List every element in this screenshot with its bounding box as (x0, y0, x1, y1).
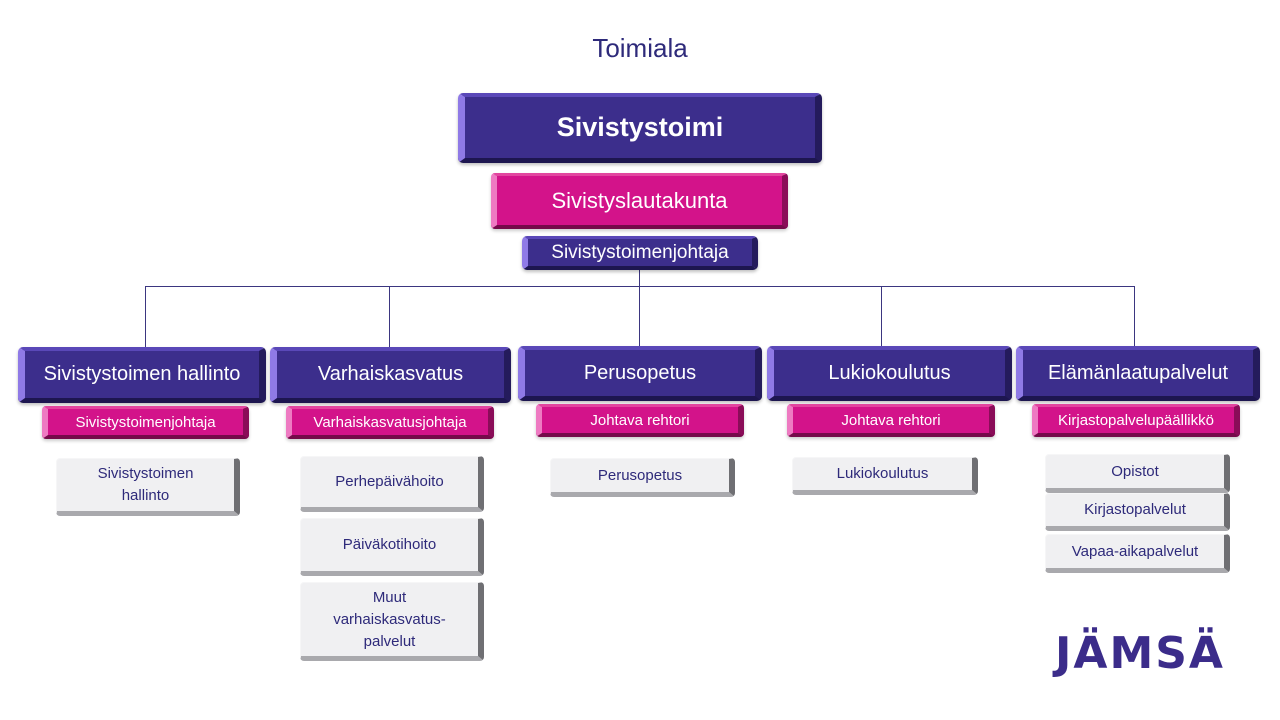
board-box: Sivistyslautakunta (491, 173, 788, 229)
jamsa-logo: JÄMSÄ (1055, 627, 1225, 679)
department-label: Perusopetus (583, 361, 697, 384)
department-label: Varhaiskasvatus (317, 363, 464, 385)
department-head-label: Kirjastopalvelupäällikkö (1058, 411, 1214, 429)
unit-label: Muut varhaiskasvatus-palvelut (333, 588, 446, 650)
department-head-label: Johtava rehtori (590, 411, 690, 429)
connector-to-hallinto (145, 286, 146, 348)
department-head-elamanlaatupalvelut: Kirjastopalvelupäällikkö (1032, 404, 1240, 437)
department-label: Lukiokoulutus (828, 361, 951, 384)
connector-horizontal (145, 286, 1135, 287)
department-head-label: Johtava rehtori (841, 411, 941, 429)
unit-label: Kirjastopalvelut (1084, 501, 1186, 518)
unit-label: Päiväkotihoito (342, 536, 437, 553)
department-label: Elämänlaatupalvelut (1047, 361, 1229, 384)
unit-box: Perusopetus (550, 458, 735, 497)
unit-label: Sivistystoimen hallinto (97, 465, 194, 504)
department-box-lukiokoulutus: Lukiokoulutus (767, 346, 1012, 401)
connector-to-varhaiskasvatus (389, 286, 390, 348)
top-main-label: Sivistystoimi (556, 112, 724, 142)
unit-box: Perhepäivähoito (300, 456, 484, 512)
department-box-perusopetus: Perusopetus (518, 346, 762, 401)
department-head-perusopetus: Johtava rehtori (536, 404, 744, 437)
director-box: Sivistystoimenjohtaja (522, 236, 758, 270)
department-box-elamanlaatupalvelut: Elämänlaatupalvelut (1016, 346, 1260, 401)
unit-box: Kirjastopalvelut (1045, 493, 1230, 531)
unit-label: Perusopetus (597, 466, 683, 484)
connector-to-elamanlaatu (1134, 286, 1135, 348)
department-head-varhaiskasvatus: Varhaiskasvatusjohtaja (286, 406, 494, 439)
department-head-hallinto: Sivistystoimenjohtaja (42, 406, 249, 439)
unit-box: Sivistystoimen hallinto (56, 458, 240, 516)
department-box-varhaiskasvatus: Varhaiskasvatus (270, 347, 511, 403)
director-label: Sivistystoimenjohtaja (551, 241, 729, 263)
department-head-lukiokoulutus: Johtava rehtori (787, 404, 995, 437)
department-head-label: Sivistystoimenjohtaja (75, 413, 216, 431)
unit-label: Vapaa-aikapalvelut (1071, 542, 1199, 560)
unit-box: Opistot (1045, 454, 1230, 493)
top-main-box: Sivistystoimi (458, 93, 822, 163)
department-box-hallinto: Sivistystoimen hallinto (18, 347, 266, 403)
connector-director-down (639, 270, 640, 348)
unit-box: Päiväkotihoito (300, 518, 484, 576)
board-label: Sivistyslautakunta (551, 187, 728, 213)
unit-box: Vapaa-aikapalvelut (1045, 534, 1230, 573)
department-label: Sivistystoimen hallinto (43, 363, 241, 385)
department-head-label: Varhaiskasvatusjohtaja (313, 413, 467, 431)
unit-box: Lukiokoulutus (792, 457, 978, 495)
unit-label: Perhepäivähoito (335, 473, 444, 490)
diagram-title: Toimiala (592, 32, 688, 63)
connector-to-lukiokoulutus (881, 286, 882, 348)
unit-box: Muut varhaiskasvatus-palvelut (300, 582, 484, 661)
unit-label: Lukiokoulutus (836, 465, 929, 482)
unit-label: Opistot (1111, 462, 1159, 480)
